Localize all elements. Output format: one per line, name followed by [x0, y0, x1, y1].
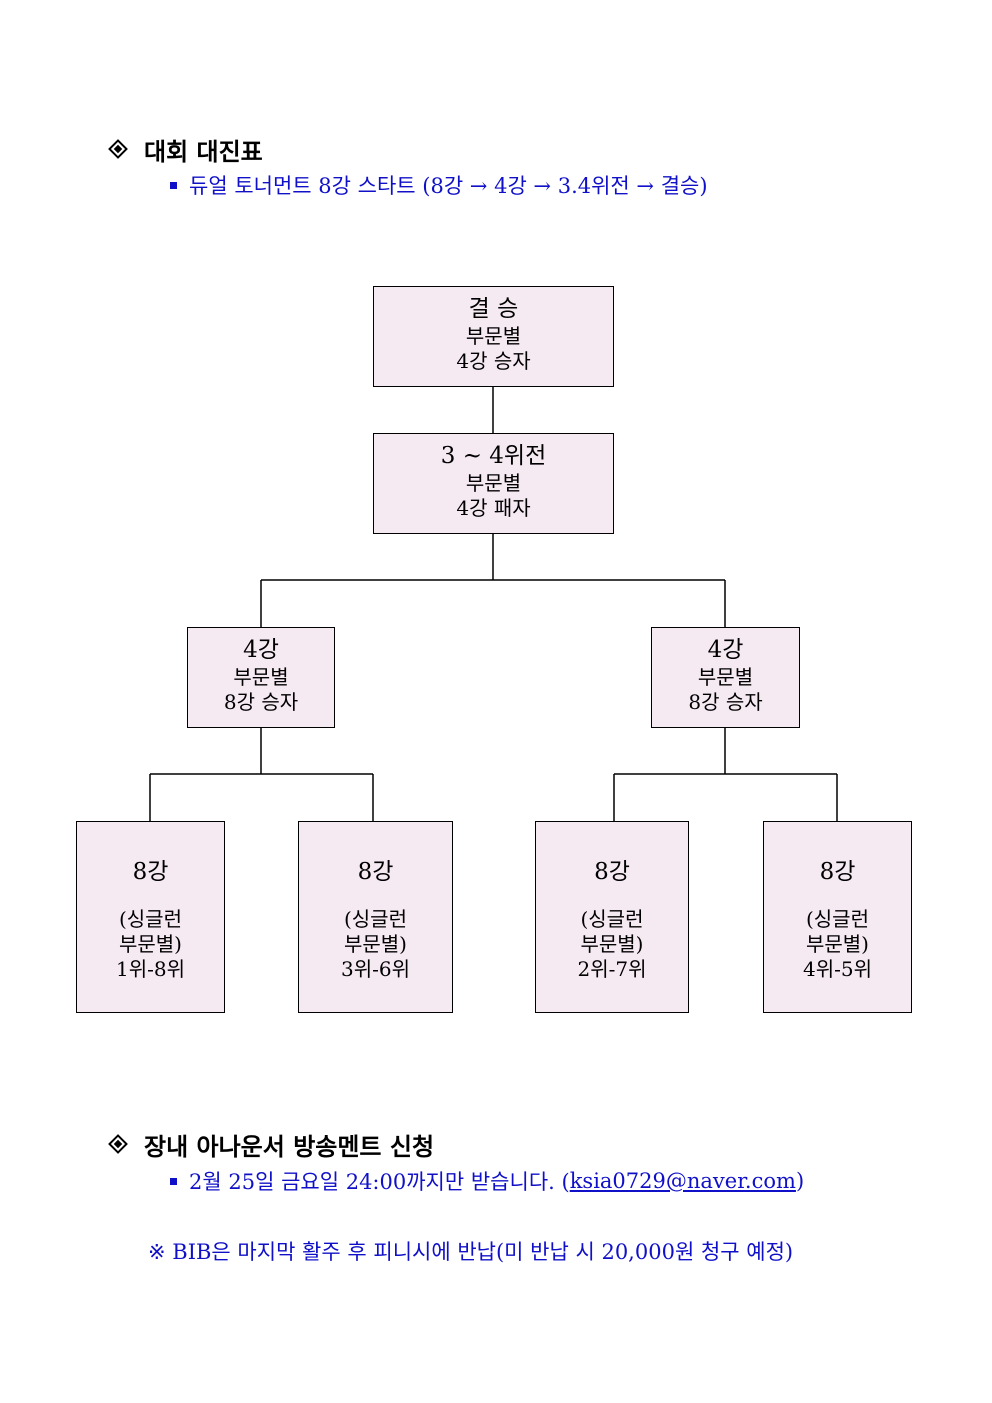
quarterfinal-seeds: 4위-5위	[802, 956, 872, 981]
final-box: 결 승 부문별 4강 승자	[373, 286, 614, 387]
third-place-line2: 4강 패자	[456, 495, 531, 520]
quarterfinal-line2: 부문별)	[118, 931, 182, 956]
semifinal-right-box: 4강 부문별 8강 승자	[651, 627, 800, 728]
third-place-title: 3 ~ 4위전	[440, 443, 547, 469]
third-place-line1: 부문별	[465, 470, 522, 495]
quarterfinal-box-4: 8강 (싱글런 부문별) 4위-5위	[763, 821, 912, 1013]
bracket-description: 듀얼 토너먼트 8강 스타트 (8강 → 4강 → 3.4위전 → 결승)	[170, 170, 708, 200]
diamond-bullet-icon	[108, 1134, 130, 1156]
quarterfinal-line1: (싱글런	[118, 906, 182, 931]
quarterfinal-box-1: 8강 (싱글런 부문별) 1위-8위	[76, 821, 225, 1013]
semifinal-right-line2: 8강 승자	[688, 689, 763, 714]
final-line1: 부문별	[465, 323, 522, 348]
quarterfinal-box-3: 8강 (싱글런 부문별) 2위-7위	[535, 821, 689, 1013]
square-bullet-icon	[170, 1177, 177, 1185]
third-place-box: 3 ~ 4위전 부문별 4강 패자	[373, 433, 614, 534]
announcer-request-text: 2월 25일 금요일 24:00까지만 받습니다. (	[189, 1170, 570, 1194]
semifinal-left-line2: 8강 승자	[223, 689, 299, 714]
email-link[interactable]: ksia0729@naver.com	[569, 1169, 796, 1193]
quarterfinal-line1: (싱글런	[343, 906, 407, 931]
final-line2: 4강 승자	[456, 348, 531, 373]
bracket-description-text: 듀얼 토너먼트 8강 스타트 (8강 → 4강 → 3.4위전 → 결승)	[189, 174, 708, 198]
section-heading-announcer: 장내 아나운서 방송멘트 신청	[108, 1127, 434, 1162]
section-heading-text: 대회 대진표	[144, 137, 263, 166]
section-heading-bracket: 대회 대진표	[108, 132, 263, 167]
section-heading-text: 장내 아나운서 방송멘트 신청	[144, 1132, 435, 1161]
semifinal-left-box: 4강 부문별 8강 승자	[187, 627, 335, 728]
announcer-request-info: 2월 25일 금요일 24:00까지만 받습니다. (ksia0729@nave…	[170, 1166, 804, 1196]
bib-return-note: ※ BIB은 마지막 활주 후 피니시에 반납(미 반납 시 20,000원 청…	[148, 1240, 794, 1264]
square-bullet-icon	[170, 181, 177, 189]
final-title: 결 승	[468, 296, 519, 322]
quarterfinal-seeds: 1위-8위	[115, 956, 185, 981]
semifinal-left-line1: 부문별	[233, 664, 289, 689]
quarterfinal-seeds: 2위-7위	[577, 956, 647, 981]
quarterfinal-line2: 부문별)	[580, 931, 644, 956]
quarterfinal-box-2: 8강 (싱글런 부문별) 3위-6위	[298, 821, 453, 1013]
quarterfinal-line2: 부문별)	[343, 931, 407, 956]
semifinal-right-line1: 부문별	[697, 664, 754, 689]
quarterfinal-line1: (싱글런	[805, 906, 869, 931]
semifinal-right-title: 4강	[707, 637, 744, 663]
quarterfinal-title: 8강	[594, 859, 630, 885]
semifinal-left-title: 4강	[243, 637, 279, 663]
quarterfinal-seeds: 3위-6위	[340, 956, 410, 981]
quarterfinal-line2: 부문별)	[805, 931, 869, 956]
quarterfinal-title: 8강	[357, 859, 394, 885]
announcer-request-close: )	[795, 1169, 805, 1193]
quarterfinal-line1: (싱글런	[580, 906, 644, 931]
quarterfinal-title: 8강	[132, 859, 169, 885]
quarterfinal-title: 8강	[819, 859, 856, 885]
